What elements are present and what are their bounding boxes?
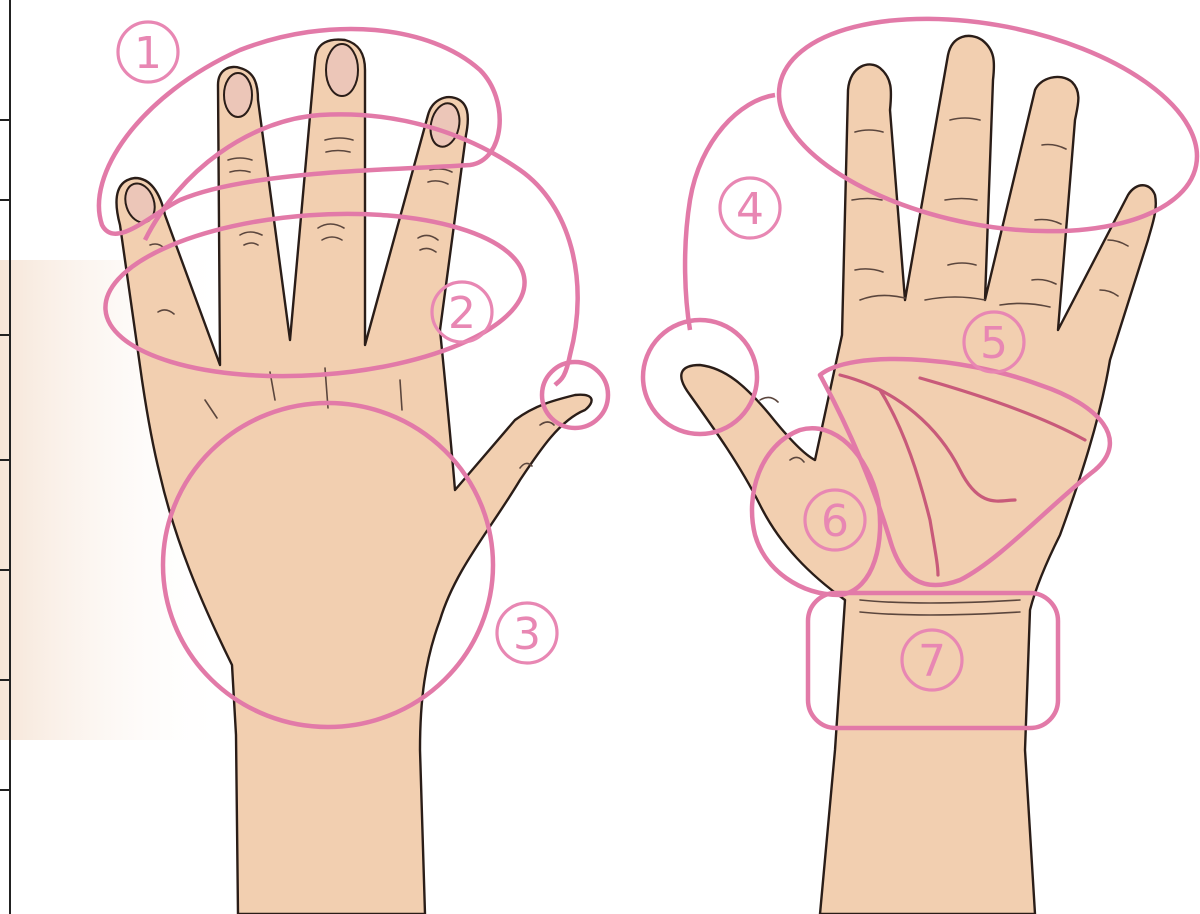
zone-6-number: 6 [821, 496, 849, 547]
zone-4-number: 4 [736, 184, 764, 235]
right-hand-palm [681, 36, 1156, 914]
zone-7-number: 7 [918, 636, 946, 687]
zone-3-number: 3 [513, 609, 541, 660]
zone-1-label: 1 [118, 22, 178, 82]
zone-5-number: 5 [980, 318, 1008, 369]
zone-4-label: 4 [720, 178, 780, 238]
zone-2-number: 2 [448, 288, 476, 339]
zone-3-label: 3 [497, 603, 557, 663]
zone-1-number: 1 [134, 28, 162, 79]
